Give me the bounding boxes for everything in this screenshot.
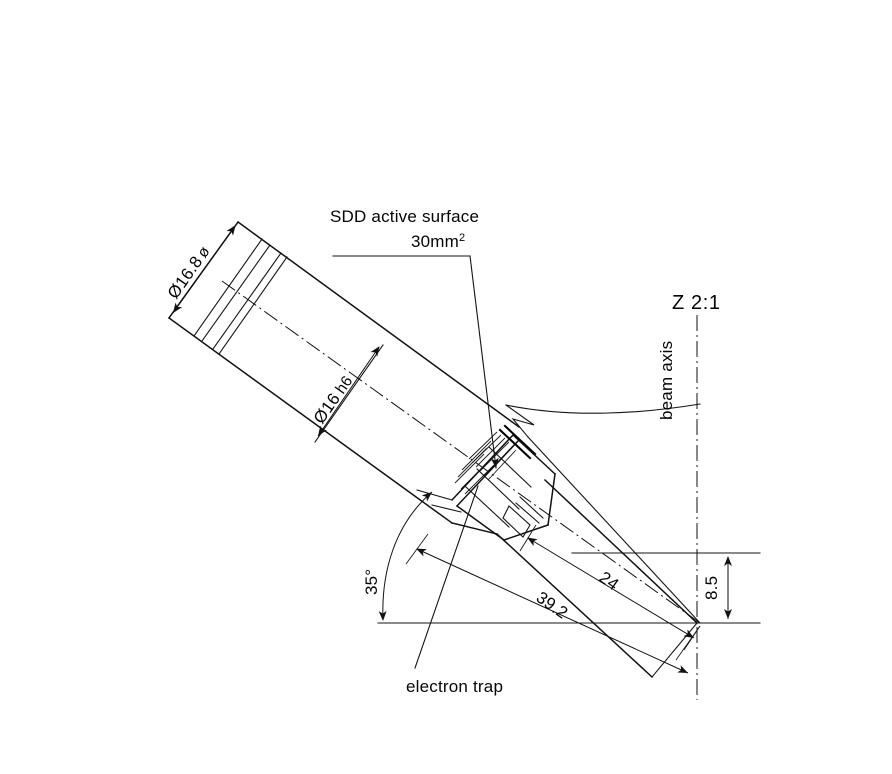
dimension-length-392: 39.2 <box>405 533 701 674</box>
electron-trap-label: electron trap <box>406 677 503 696</box>
dimension-text-inner-diameter: Ø16h6 <box>310 372 357 427</box>
dimension-angle-35: 35° <box>362 491 433 621</box>
dimension-length-24: 24 <box>519 524 701 651</box>
sdd-leader-line <box>332 255 499 469</box>
sdd-area-label: 30mm2 <box>411 232 465 251</box>
dimension-text-24: 24 <box>596 568 623 595</box>
sdd-active-surface-label: SDD active surface <box>330 207 479 226</box>
dimension-outer-diameter: Ø16.8ø <box>164 225 236 314</box>
dimension-text-35deg: 35° <box>362 569 381 595</box>
tube-axis-centerline <box>221 280 701 624</box>
dimension-inner-diameter: Ø16h6 <box>310 346 380 437</box>
electron-trap-leader-line <box>414 485 479 669</box>
dimension-text-85: 8.5 <box>702 576 721 600</box>
dimension-text-outer-diameter: Ø16.8ø <box>164 242 214 302</box>
dimension-offset-85: 8.5 <box>702 556 732 619</box>
beam-axis-label: beam axis <box>657 341 676 420</box>
detector-stack <box>450 424 557 542</box>
detail-view-title: Z 2:1 <box>672 292 721 314</box>
inclined-tube-body <box>167 220 521 525</box>
detail-view-break-boundary <box>505 403 701 624</box>
front-nose-cone <box>416 478 699 679</box>
